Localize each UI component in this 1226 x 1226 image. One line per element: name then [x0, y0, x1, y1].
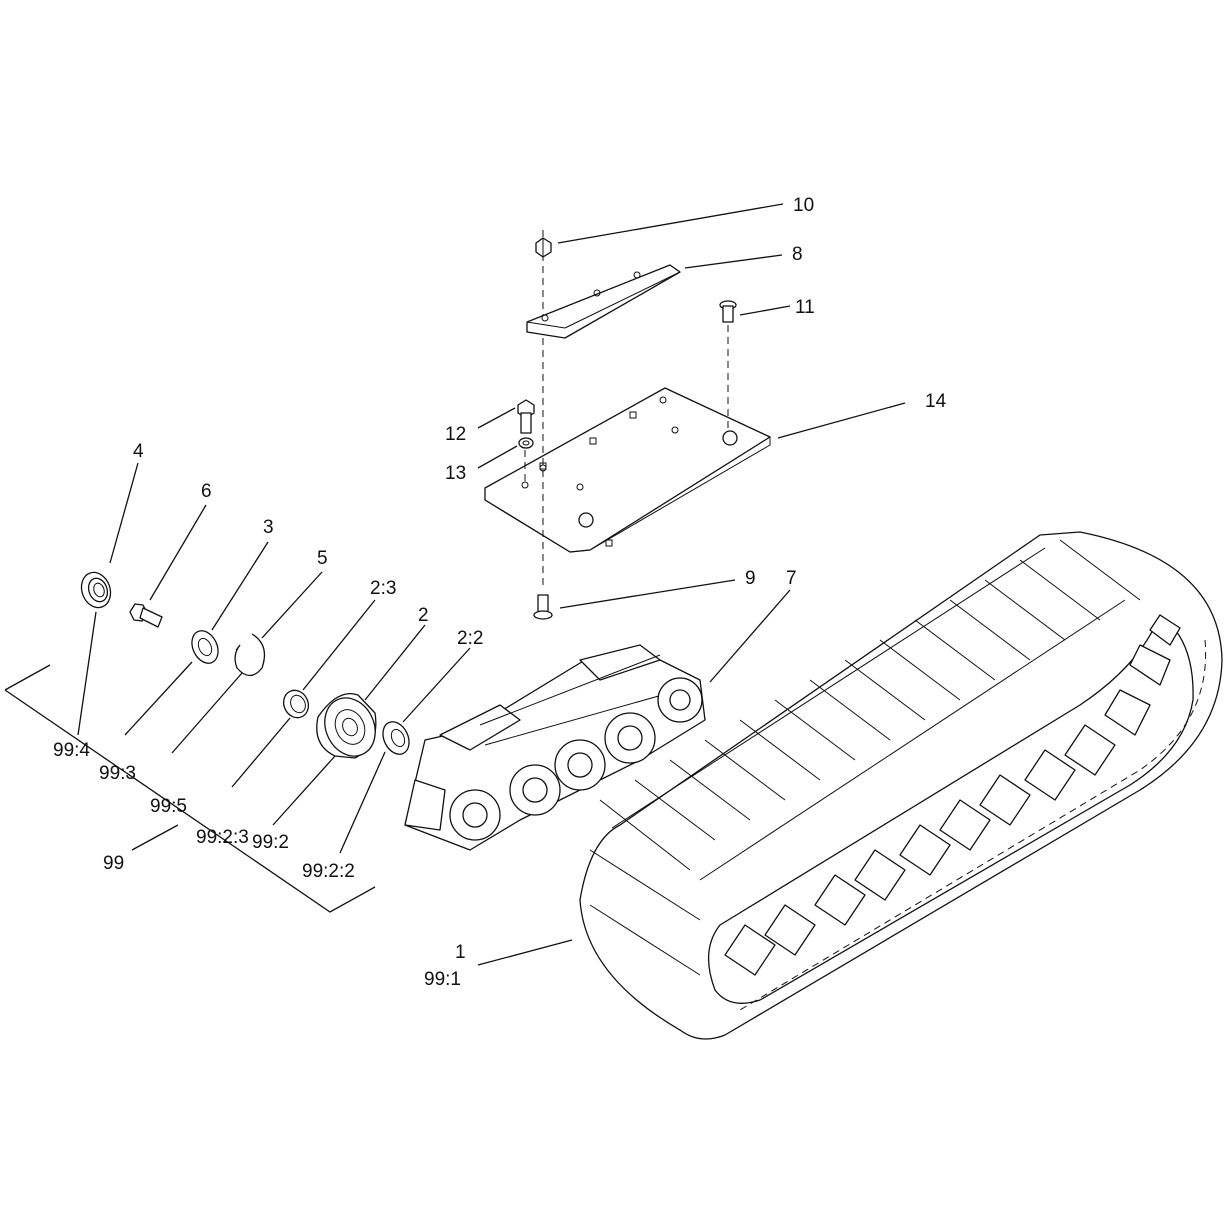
callout-9: 9	[745, 568, 756, 589]
callout-13: 13	[445, 463, 466, 484]
snap-ring-icon	[234, 633, 266, 677]
rubber-track	[579, 531, 1223, 1040]
flange-bolt-icon	[533, 594, 553, 620]
leader-lines	[77, 203, 906, 966]
clamp-strip	[526, 264, 681, 339]
callout-10: 10	[793, 195, 814, 216]
callout-2: 2	[418, 605, 429, 626]
callout-3: 3	[263, 517, 274, 538]
callout-99-1: 99:1	[424, 969, 461, 990]
lock-washer-icon	[518, 437, 534, 449]
callout-8: 8	[792, 244, 803, 265]
callout-14: 14	[925, 391, 947, 412]
callout-99-2-3: 99:2:3	[196, 827, 249, 848]
bearing-icon	[282, 689, 310, 719]
callout-99: 99	[103, 853, 124, 874]
callout-99-3: 99:3	[99, 763, 136, 784]
screw-icon	[719, 300, 737, 323]
roller-wheel-icon	[316, 693, 377, 759]
callout-1: 1	[455, 942, 466, 963]
washer-icon	[191, 630, 219, 664]
callout-99-2: 99:2	[252, 832, 289, 853]
bearing-icon	[382, 721, 410, 755]
seal-icon	[80, 571, 112, 609]
bolt-icon	[517, 399, 535, 434]
mounting-plate	[484, 387, 771, 553]
callout-2-2: 2:2	[457, 628, 483, 649]
group-bracket	[4, 664, 376, 913]
callout-11: 11	[795, 297, 815, 318]
callout-4: 4	[133, 441, 144, 462]
callout-7: 7	[786, 568, 797, 589]
hex-nut-icon	[535, 237, 552, 258]
bolt-icon	[129, 603, 163, 628]
callout-99-4: 99:4	[53, 740, 90, 761]
callout-2-3: 2:3	[370, 578, 396, 599]
roller-frame	[404, 644, 706, 851]
callout-99-5: 99:5	[150, 796, 187, 817]
callout-6: 6	[201, 481, 212, 502]
callout-99-2-2: 99:2:2	[302, 861, 355, 882]
callout-12: 12	[445, 424, 466, 445]
callout-5: 5	[317, 548, 328, 569]
